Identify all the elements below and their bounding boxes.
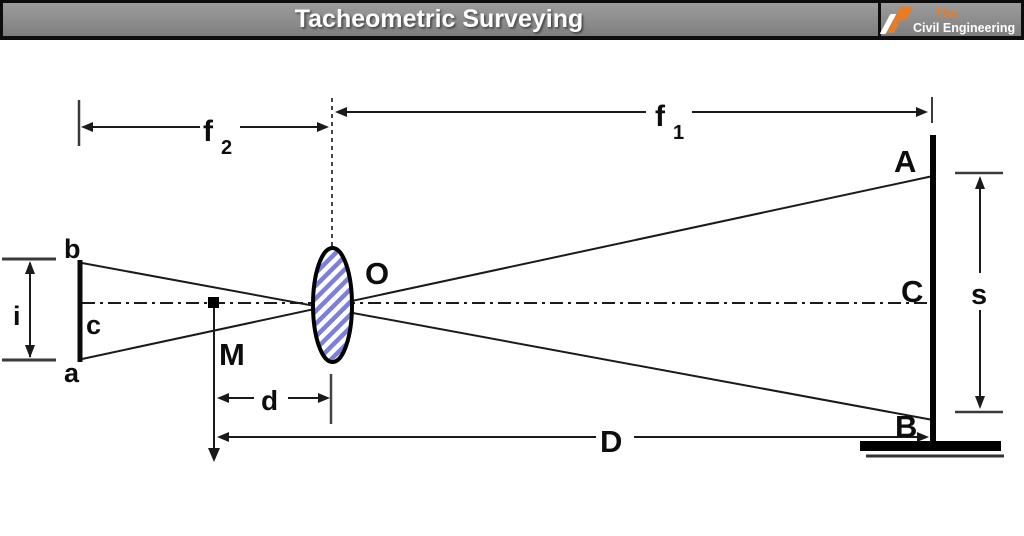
f2-left-arrow-icon	[81, 122, 93, 132]
logo-word-name: Civil Engineering	[913, 21, 1016, 35]
s-down-arrow-icon	[975, 396, 985, 409]
label-b: b	[64, 234, 81, 264]
label-C: C	[901, 274, 923, 309]
label-f1: f	[655, 100, 666, 133]
dimension-D: D	[217, 424, 929, 459]
dimension-f1: f 1	[335, 97, 933, 144]
D-right-arrow-icon	[917, 432, 929, 442]
page-title: Tacheometric Surveying	[294, 5, 584, 33]
label-m: M	[219, 337, 245, 372]
dimension-d: d	[217, 385, 330, 416]
objective-lens: O	[311, 246, 389, 364]
i-down-arrow-icon	[25, 345, 35, 358]
m-point-marker	[208, 297, 219, 308]
D-left-arrow-icon	[217, 432, 229, 442]
ground-bar	[860, 441, 1001, 451]
lens-ellipse	[311, 246, 354, 364]
f1-right-arrow-icon	[916, 107, 928, 117]
instrument-point-m: M	[208, 297, 245, 462]
label-a: a	[64, 358, 80, 388]
dimension-f2: f 2	[77, 100, 329, 159]
label-D: D	[600, 424, 622, 459]
label-d: d	[261, 385, 278, 416]
label-f2: f	[203, 115, 214, 148]
s-up-arrow-icon	[975, 176, 985, 189]
label-c: c	[86, 310, 101, 340]
logo-text: The Civil Engineering	[913, 3, 1015, 35]
header-bar: Tacheometric Surveying The Civil Enginee…	[0, 0, 1024, 40]
i-up-arrow-icon	[25, 261, 35, 274]
ray-b-to-B	[81, 262, 934, 421]
label-A: A	[894, 144, 916, 179]
d-right-arrow-icon	[318, 393, 330, 403]
header-background	[3, 3, 1021, 36]
logo-word-the: The	[935, 6, 959, 21]
d-left-arrow-icon	[217, 393, 229, 403]
dimension-i: i	[2, 257, 56, 362]
label-f2-subscript: 2	[221, 137, 232, 159]
f2-right-arrow-icon	[317, 122, 329, 132]
label-o: O	[365, 256, 389, 291]
label-i: i	[13, 301, 21, 331]
label-s: s	[971, 279, 987, 311]
ray-a-to-A	[81, 175, 934, 360]
logo: The Civil Engineering	[878, 3, 1021, 36]
m-down-arrow-icon	[208, 448, 220, 462]
dimension-s: s	[955, 171, 1003, 414]
label-B: B	[895, 409, 917, 444]
label-f1-subscript: 1	[673, 122, 684, 144]
f1-left-arrow-icon	[335, 107, 347, 117]
